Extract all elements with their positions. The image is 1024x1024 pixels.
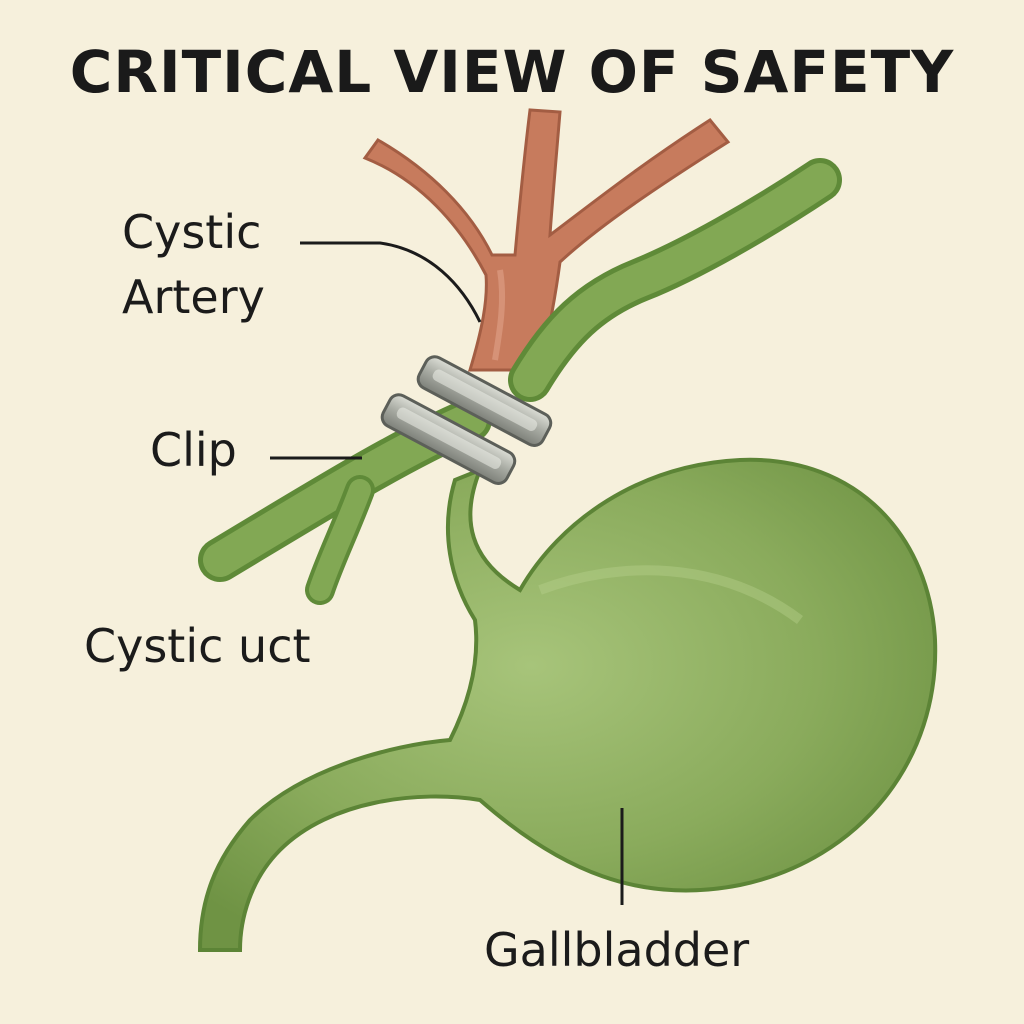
cystic-artery-leader-line (300, 241, 482, 323)
gallbladder-label: Gallbladder (484, 923, 750, 977)
cystic-artery-label-line1: Cystic (122, 205, 262, 259)
cystic-artery-label-line2: Artery (122, 270, 265, 325)
bile-duct-shape (508, 158, 842, 402)
cystic-artery-label: Cystic Artery (122, 200, 265, 331)
page-title: CRITICAL VIEW OF SAFETY (69, 38, 955, 106)
cystic-artery-shape (362, 108, 731, 372)
clip-shape (380, 355, 553, 485)
clip-label: Clip (150, 423, 237, 477)
cystic-duct-label: Cystic uct (84, 619, 311, 673)
gallbladder-shape (197, 457, 938, 952)
